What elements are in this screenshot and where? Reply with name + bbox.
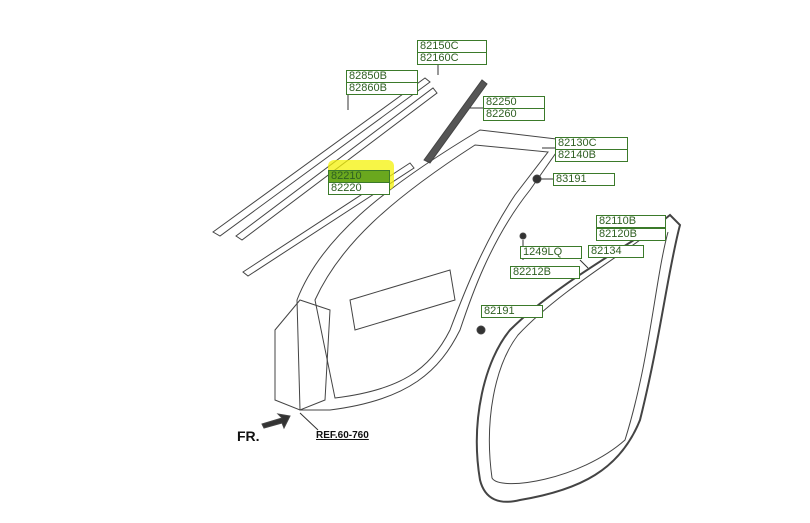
part-82110B[interactable]: 82110B (596, 215, 666, 228)
part-82860B[interactable]: 82860B (346, 82, 418, 95)
door-panel (296, 129, 566, 411)
door-weatherstrip (475, 213, 682, 503)
pillar-trim (423, 79, 488, 164)
part-1249LQ[interactable]: 1249LQ (520, 246, 582, 259)
plug-82191 (476, 325, 486, 335)
part-82212B[interactable]: 82212B (510, 266, 580, 279)
hinge-side (274, 299, 331, 411)
reference-label[interactable]: REF.60-760 (316, 430, 369, 441)
part-83191[interactable]: 83191 (553, 173, 615, 186)
part-82260[interactable]: 82260 (483, 108, 545, 121)
roof-molding (212, 77, 431, 237)
front-direction-label: FR. (237, 428, 260, 444)
part-82160C[interactable]: 82160C (417, 52, 487, 65)
clip-1249LQ (519, 232, 527, 240)
roof-molding-inner (235, 87, 438, 241)
part-82140B[interactable]: 82140B (555, 149, 628, 162)
door-inner (314, 144, 549, 399)
belt-molding (242, 162, 415, 277)
regulator (349, 269, 456, 331)
weatherstrip-inner (488, 224, 669, 485)
part-82220[interactable]: 82220 (328, 182, 390, 195)
part-82120B[interactable]: 82120B (596, 228, 666, 241)
part-82191[interactable]: 82191 (481, 305, 543, 318)
front-arrow-icon (261, 413, 291, 430)
part-82134[interactable]: 82134 (588, 245, 644, 258)
